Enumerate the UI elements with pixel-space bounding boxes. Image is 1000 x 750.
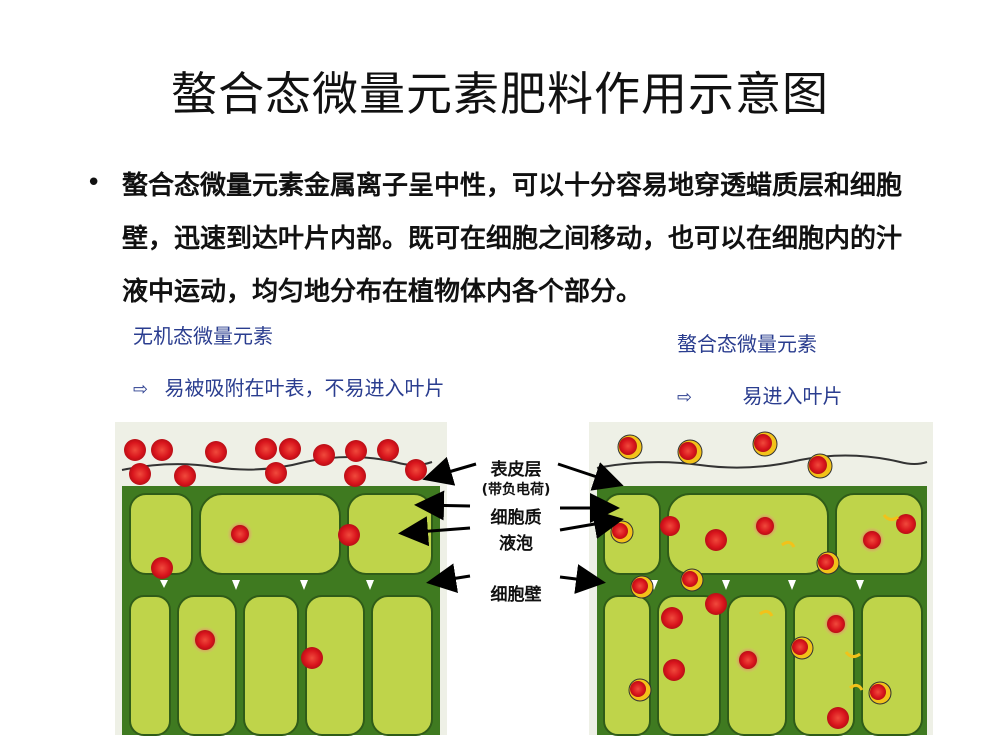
bullet-marker: • <box>86 168 102 198</box>
left-heading: 无机态微量元素 <box>133 324 273 348</box>
right-leaf-section <box>589 422 933 736</box>
label-vacuole: 液泡 <box>499 534 533 554</box>
right-heading: 螯合态微量元素 <box>677 332 817 356</box>
right-arrow-icon: ⇨ <box>133 379 149 400</box>
left-leaf-section <box>115 422 447 736</box>
surface-ion-cluster <box>124 438 427 487</box>
left-note-row: ⇨ 易被吸附在叶表，不易进入叶片 <box>133 372 444 401</box>
label-cytoplasm: 细胞质 <box>490 508 542 528</box>
bullet-paragraph: 螯合态微量元素金属离子呈中性，可以十分容易地穿透蜡质层和细胞壁，迅速到达叶片内部… <box>122 171 903 307</box>
label-epidermis: 表皮层 <box>490 460 542 480</box>
page-title: 螯合态微量元素肥料作用示意图 <box>171 67 829 121</box>
label-cell-wall: 细胞壁 <box>490 585 542 605</box>
right-note-row: ⇨ 易进入叶片 <box>677 380 842 409</box>
right-arrow-icon: ⇨ <box>677 387 693 408</box>
pointer-arrows <box>398 456 624 594</box>
label-negative-charge: (带负电荷) <box>481 482 551 498</box>
left-note: 易被吸附在叶表，不易进入叶片 <box>164 376 445 400</box>
chelated-ion-cluster <box>610 431 892 705</box>
right-note: 易进入叶片 <box>742 384 843 408</box>
